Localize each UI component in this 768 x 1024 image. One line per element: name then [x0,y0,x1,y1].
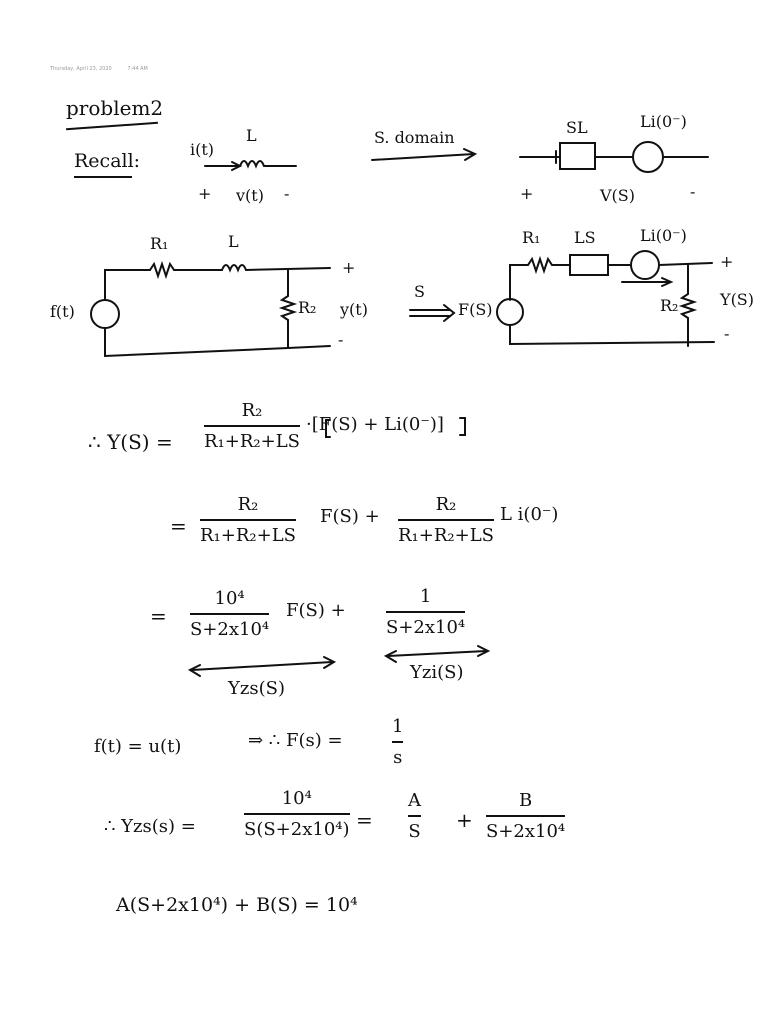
eq4-den: s [393,747,403,768]
page-header: Thursday, April 23, 2020 7:44 AM [50,66,162,72]
eq1-numerator: R₂ [241,400,263,421]
source-label: f(t) [50,302,75,321]
eq5-lhs: ∴ Yzs(s) = [104,816,196,837]
yzi-label: Yzi(S) [410,662,464,683]
header-time: 7:44 AM [127,66,148,72]
eq2-fraction-1: R₂ R₁+R₂+LS [200,494,296,546]
sl-label: SL [566,118,588,137]
recall-inductor-label: L [246,126,257,145]
eq5-equals: = [356,808,373,832]
r2-label: R₂ [298,298,317,317]
eq3-den2: S+2x10⁴ [386,617,466,638]
eq3-bar1 [190,613,270,615]
transform-label: S [414,282,425,301]
eq1-bar [204,425,300,427]
eq2-den1: R₁+R₂+LS [200,525,296,546]
eq4-fraction: 1 s [392,716,404,768]
s-r1-label: R₁ [522,228,541,247]
recall-current: i(t) [190,140,215,159]
ls-label: LS [574,228,596,247]
eq2-fraction-2: R₂ R₁+R₂+LS [398,494,494,546]
s-r2-label: R₂ [660,296,679,315]
eq2-num1: R₂ [237,494,259,515]
eq5-den1: S(S+2x10⁴) [244,819,350,840]
recall-underline [74,176,132,178]
eq5-bar1 [244,813,350,815]
eq1-lhs: ∴ Y(S) = [88,430,173,454]
eq4-lhs: f(t) = u(t) [94,736,182,757]
s-domain-label: S. domain [374,128,455,147]
eq2-den2: R₁+R₂+LS [398,525,494,546]
header-date: Thursday, April 23, 2020 [50,66,112,72]
s-out-minus: - [724,324,730,343]
eq1-rhs: ·[F(S) + Li(0⁻)] [306,414,444,435]
eq5-num2: A [408,790,421,811]
eq4-bar [392,741,404,743]
transform-arrow [409,304,456,322]
eq2-bar1 [200,519,296,521]
eq1-denominator: R₁+R₂+LS [204,431,300,452]
eq5-plus: + [456,808,473,832]
eq2-tail: L i(0⁻) [500,504,559,525]
eq2-bar2 [398,519,494,521]
eq5-fraction-1: 10⁴ S(S+2x10⁴) [244,788,350,840]
eq1-brackets [325,417,466,438]
eq5-num1: 10⁴ [281,788,312,809]
eq5-fraction-2: A S [408,790,421,842]
out-minus: - [338,330,344,349]
s-li0-label: Li(0⁻) [640,226,687,245]
eq2-num2: R₂ [435,494,457,515]
eq4-num: 1 [392,716,404,737]
recall-voltage: v(t) [236,186,264,205]
recall-inductor [204,160,297,171]
recall-label: Recall: [74,150,141,172]
output-label: y(t) [340,300,368,319]
recall-s-minus: - [690,182,696,201]
recall-plus: + [198,184,212,203]
eq3-equals: = [150,604,167,628]
eq6: A(S+2x10⁴) + B(S) = 10⁴ [116,894,358,916]
s-domain-element [519,141,709,173]
eq4-arrow: ⇒ ∴ F(s) = [248,730,343,751]
eq3-mid: F(S) + [286,600,346,621]
eq3-fraction-2: 1 S+2x10⁴ [386,586,466,638]
li0-label: Li(0⁻) [640,112,687,131]
s-output-label: Y(S) [720,290,755,309]
s-domain-circuit [496,250,715,347]
yzs-label: Yzs(S) [228,678,285,699]
eq3-bar2 [386,611,466,613]
eq3-den1: S+2x10⁴ [190,619,270,640]
eq5-den2: S [408,821,421,842]
eq2-mid: F(S) + [320,506,380,527]
eq5-fraction-3: B S+2x10⁴ [486,790,566,842]
recall-minus: - [284,184,290,203]
recall-s-plus: + [520,184,534,203]
eq3-num2: 1 [419,586,432,607]
s-source-label: F(S) [458,300,493,319]
s-out-plus: + [720,252,734,271]
problem-title: problem2 [66,96,164,120]
time-domain-circuit [90,260,331,358]
eq3-num1: 10⁴ [214,588,245,609]
eq1-fraction: R₂ R₁+R₂+LS [204,400,300,452]
out-plus: + [342,258,356,277]
s-domain-arrow [371,148,478,161]
vs-label: V(S) [600,186,635,205]
eq5-num3: B [518,790,533,811]
l-label: L [228,232,239,251]
eq5-den3: S+2x10⁴ [486,821,566,842]
eq3-arrows [187,645,491,677]
eq5-bar2 [408,815,421,817]
eq3-fraction-1: 10⁴ S+2x10⁴ [190,588,270,640]
r1-label: R₁ [150,234,169,253]
eq2-equals: = [170,514,187,538]
eq5-bar3 [486,815,566,817]
